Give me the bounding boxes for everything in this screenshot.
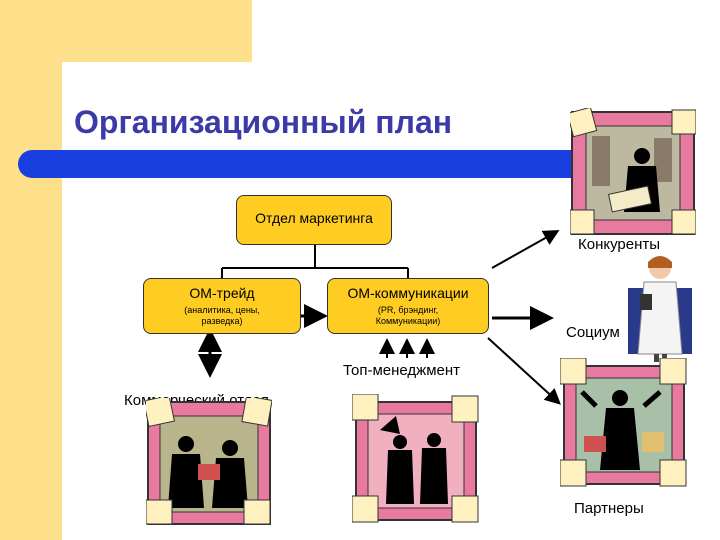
society-illustration — [628, 256, 692, 362]
title-underline-bar — [18, 150, 608, 178]
node-marketing-label: Отдел маркетинга — [255, 210, 373, 226]
arrow-to-competitors — [491, 230, 560, 269]
node-comm-sub: (PR, брэндинг, Коммуникации) — [375, 305, 441, 326]
label-society: Социум — [566, 324, 620, 341]
page-title: Организационный план — [74, 104, 453, 140]
tree-connector — [221, 245, 409, 278]
label-partners: Партнеры — [574, 500, 644, 517]
node-comm: ОМ-коммуникации (PR, брэндинг, Коммуника… — [327, 278, 489, 334]
node-comm-label: ОМ-коммуникации — [347, 285, 469, 301]
node-trade: ОМ-трейд (аналитика, цены, разведка) — [143, 278, 301, 334]
label-top-management: Топ-менеджмент — [343, 362, 460, 379]
node-trade-sub: (аналитика, цены, разведка) — [184, 305, 260, 326]
arrow-to-partners — [487, 337, 561, 405]
node-marketing: Отдел маркетинга — [236, 195, 392, 245]
top-management-illustration — [352, 394, 479, 523]
competitors-illustration — [570, 108, 696, 235]
commercial-illustration — [146, 398, 272, 525]
label-competitors: Конкуренты — [578, 236, 661, 253]
background-accent-left — [0, 0, 62, 540]
partners-illustration — [560, 358, 687, 487]
node-trade-label: ОМ-трейд — [189, 285, 255, 301]
